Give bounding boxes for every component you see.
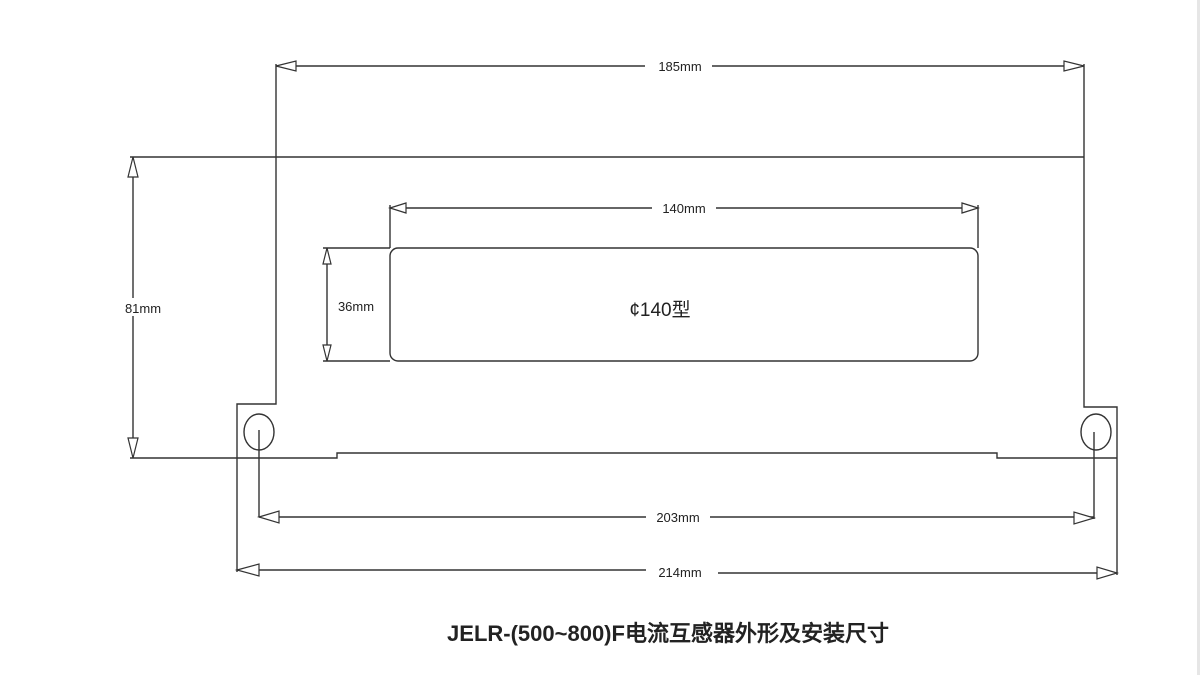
window-opening bbox=[389, 247, 979, 362]
dim-label-185: 185mm bbox=[658, 59, 701, 74]
drawing-title: JELR-(500~800)F电流互感器外形及安装尺寸 bbox=[447, 621, 889, 646]
dim-label-140: 140mm bbox=[662, 201, 705, 216]
dim-185: 185mm bbox=[275, 59, 1085, 74]
mounting-hole-right bbox=[1080, 413, 1112, 451]
dim-214: 214mm bbox=[234, 563, 1120, 580]
dim-label-36: 36mm bbox=[338, 299, 374, 314]
dim-36: 36mm bbox=[322, 247, 390, 362]
right-edge-strip bbox=[1197, 0, 1200, 675]
model-label: ¢140型 bbox=[629, 299, 690, 321]
dim-label-214: 214mm bbox=[658, 565, 701, 580]
dim-label-81: 81mm bbox=[125, 301, 161, 316]
dim-203: 203mm bbox=[256, 510, 1097, 525]
body-outline bbox=[130, 64, 1118, 575]
dim-81: 81mm bbox=[108, 156, 168, 459]
dim-label-203: 203mm bbox=[656, 510, 699, 525]
dim-140: 140mm bbox=[387, 201, 981, 248]
